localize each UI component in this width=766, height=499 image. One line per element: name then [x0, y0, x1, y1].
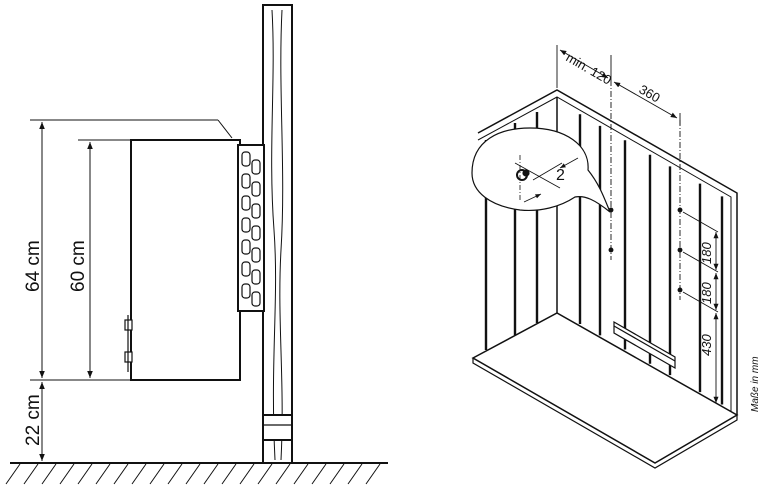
- ground-hatch: [167, 463, 183, 485]
- bracket-slot: [241, 173, 251, 189]
- bracket-slot: [241, 217, 251, 233]
- ground-hatch: [203, 463, 219, 485]
- ground-hatch: [329, 463, 345, 485]
- wooden-post: [262, 4, 293, 464]
- ground-hatch: [131, 463, 147, 485]
- floor-rail: [613, 320, 676, 370]
- bracket-slot: [241, 151, 251, 167]
- heater-body: [124, 139, 241, 381]
- ground-hatch: [5, 463, 21, 485]
- mounting-points: [556, 45, 719, 403]
- ground-hatch: [77, 463, 93, 485]
- units-note: Maße in mm: [750, 356, 761, 412]
- ground-hatch: [113, 463, 129, 485]
- detail-callout: [471, 127, 611, 213]
- dim-heater-label: 60 cm: [68, 240, 89, 292]
- ground-hatch: [221, 463, 237, 485]
- bracket-slot: [241, 195, 251, 211]
- ground-hatch: [59, 463, 75, 485]
- ground-hatch: [257, 463, 273, 485]
- bracket-slot: [251, 269, 261, 285]
- dim-floor-label: 22 cm: [23, 394, 44, 446]
- bracket-slot: [251, 225, 261, 241]
- iso-view: 2 min. 120 360 180 180 430 Maße in mm: [471, 45, 761, 469]
- dim-width-label: 360: [637, 82, 663, 106]
- ground-hatch: [239, 463, 255, 485]
- bracket-slot: [251, 203, 261, 219]
- ground-hatch: [311, 463, 327, 485]
- side-view: 64 cm 60 cm 22 cm: [5, 4, 388, 485]
- ground-hatch: [293, 463, 309, 485]
- ground-hatch: [149, 463, 165, 485]
- dim-detail-label: 2: [556, 167, 565, 184]
- bracket-slot: [251, 291, 261, 307]
- dim-min-side-label: min. 120: [564, 50, 615, 88]
- dim-total-label: 64 cm: [23, 240, 44, 292]
- bracket-slot: [241, 239, 251, 255]
- dim-upper-label: 180: [699, 242, 714, 264]
- wall-bracket: [237, 144, 265, 312]
- bracket-slot: [241, 283, 251, 299]
- ground-hatch: [347, 463, 363, 485]
- dim-middle-label: 180: [699, 282, 714, 304]
- bracket-slot: [251, 247, 261, 263]
- ground-hatch: [275, 463, 291, 485]
- ground-hatch: [95, 463, 111, 485]
- dimension-lines: [30, 119, 233, 461]
- ground-hatch: [41, 463, 57, 485]
- ground-hatch: [365, 463, 381, 485]
- floor-ground: [5, 462, 388, 485]
- floor-slab: [471, 312, 739, 469]
- bracket-slot: [251, 181, 261, 197]
- ground-hatch: [185, 463, 201, 485]
- bracket-slot: [251, 159, 261, 175]
- ground-hatch: [23, 463, 39, 485]
- dim-lower-label: 430: [699, 334, 714, 356]
- bracket-slot: [241, 261, 251, 277]
